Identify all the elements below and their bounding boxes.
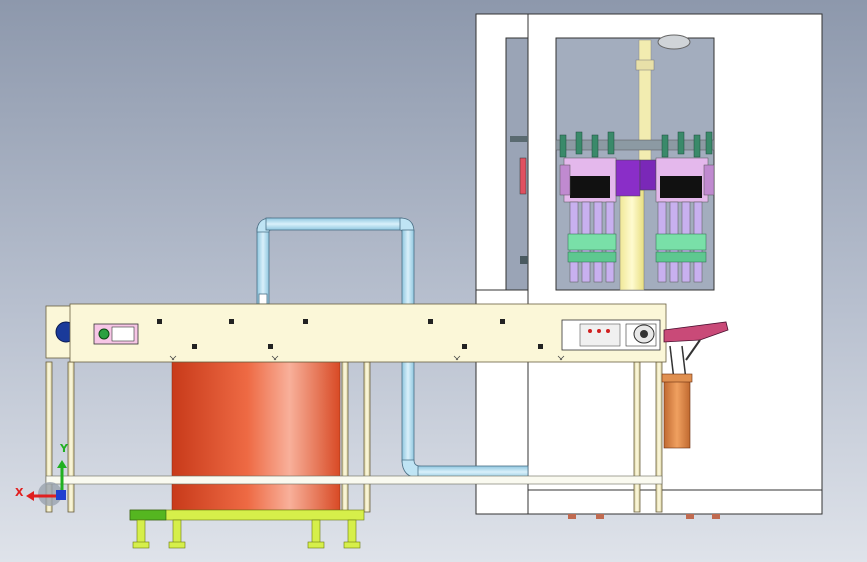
right-clamp-band	[655, 233, 707, 251]
side-indicator	[519, 157, 527, 195]
output-chute[interactable]	[663, 321, 729, 361]
pipe-lower-down	[401, 361, 415, 463]
frame-bolts	[157, 319, 543, 349]
base-plate-accent	[129, 509, 167, 521]
left-head-clamp	[559, 164, 571, 196]
clamp-row	[559, 131, 713, 158]
pipe-right-down	[401, 229, 415, 307]
center-valve-cap	[639, 159, 657, 191]
center-rod	[638, 39, 652, 171]
right-clamp-band-lower	[655, 251, 707, 263]
cabinet-feet	[568, 514, 720, 519]
filling-head-assembly[interactable]	[555, 34, 715, 291]
y-axis-label: Y	[60, 442, 68, 455]
left-clamp-band-lower	[567, 251, 617, 263]
indicator-light-2[interactable]	[597, 329, 601, 333]
left-clamp-band	[567, 233, 617, 251]
rod-collar	[635, 59, 655, 71]
hanging-bucket[interactable]	[661, 345, 693, 449]
chute-tray	[663, 321, 729, 343]
right-head-motor	[660, 176, 702, 198]
control-knob-center	[640, 330, 648, 338]
motor-housing	[111, 326, 135, 342]
center-column	[619, 189, 645, 291]
conveyor[interactable]	[45, 303, 667, 363]
y-axis-arrowhead	[57, 460, 67, 468]
frame-ticks	[169, 355, 565, 361]
left-head-motor	[570, 176, 610, 198]
top-manifold	[555, 139, 715, 151]
conveyor-frame	[69, 303, 667, 363]
base-platform[interactable]	[129, 509, 365, 549]
center-valve-block	[615, 159, 641, 197]
right-head-clamp	[703, 164, 715, 196]
bucket-lid	[661, 373, 693, 383]
x-axis-arrowhead	[26, 491, 34, 501]
leveling-feet	[132, 519, 361, 549]
chute-support	[685, 339, 701, 361]
top-pulley	[657, 34, 691, 50]
drum-body	[171, 361, 341, 511]
conveyor-legs	[45, 361, 663, 513]
pipe-top-run	[265, 217, 403, 231]
z-axis-marker	[56, 490, 66, 500]
pipe-bottom-elbow	[401, 459, 421, 479]
pipe-coupling	[258, 293, 268, 305]
motor-indicator-icon	[98, 328, 110, 340]
pipe-left-riser	[256, 227, 270, 305]
transfer-pipe[interactable]	[256, 217, 529, 479]
coordinate-triad	[26, 460, 67, 506]
storage-drum[interactable]	[171, 361, 341, 511]
control-panel[interactable]	[561, 319, 661, 351]
control-panel-face	[579, 323, 621, 347]
lower-crossbar	[45, 475, 663, 485]
side-bracket-lower	[520, 256, 528, 264]
bucket-body	[663, 377, 691, 449]
indicator-light-3[interactable]	[606, 329, 610, 333]
x-axis-label: X	[15, 486, 24, 499]
side-bracket	[510, 136, 528, 142]
indicator-light-1[interactable]	[588, 329, 592, 333]
